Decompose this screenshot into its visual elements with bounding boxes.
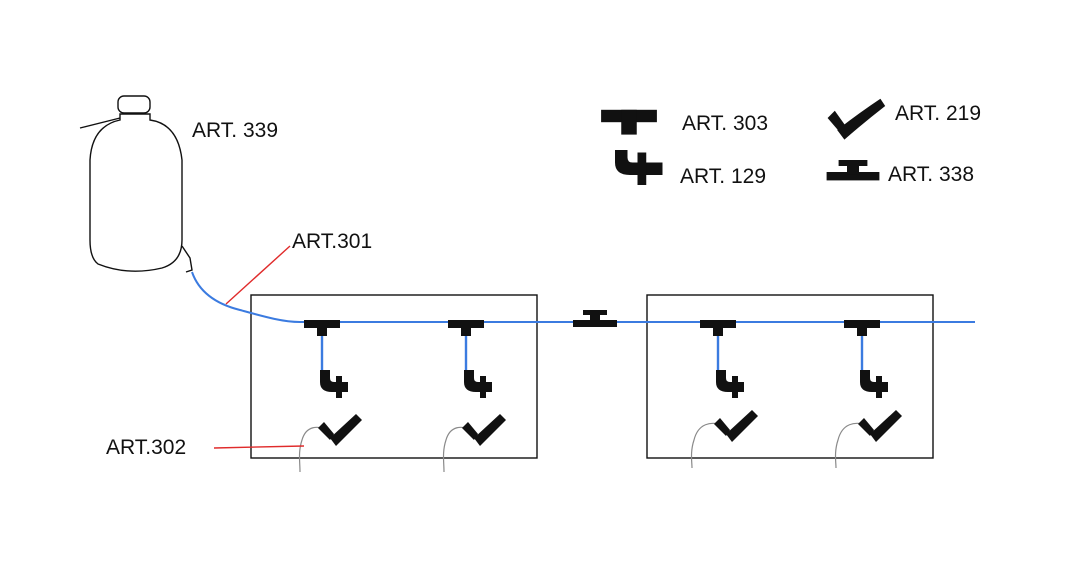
elbow-connector-icon <box>860 370 888 398</box>
legend: ART. 303 ART. 129 ART. 219 ART. 338 <box>601 98 981 188</box>
elbow-connector-icon <box>464 370 492 398</box>
dripper-connector-icon <box>318 414 362 446</box>
capillary-lines <box>298 422 871 473</box>
water-bottle <box>79 95 193 273</box>
legend-label-dripper: ART. 219 <box>895 102 981 125</box>
plant-tray-right <box>646 294 934 459</box>
dripper-connector-icon <box>858 410 902 442</box>
dripper-connector-icon <box>714 410 758 442</box>
legend-label-elbow: ART. 129 <box>680 165 766 188</box>
dripper-connector-icon <box>462 414 506 446</box>
tubing-label: ART.301 <box>292 230 372 253</box>
plant-tray-left <box>250 294 538 459</box>
elbow-connector-icon <box>716 370 744 398</box>
leader-lines <box>213 245 305 449</box>
bottle-label: ART. 339 <box>192 119 278 142</box>
tee-connector-icon <box>304 320 340 336</box>
elbow-connector-icon <box>615 150 663 185</box>
main-water-line <box>191 271 975 323</box>
tray-fittings <box>304 310 902 446</box>
tee-connector-icon <box>448 320 484 336</box>
legend-label-joiner: ART. 338 <box>888 163 974 186</box>
tee-connector-icon <box>700 320 736 336</box>
dripper-connector-icon <box>827 98 886 140</box>
capillary-label: ART.302 <box>106 436 186 459</box>
elbow-connector-icon <box>320 370 348 398</box>
tee-connector-icon <box>601 109 657 135</box>
inline-joiner-icon <box>573 310 617 327</box>
tee-connector-icon <box>844 320 880 336</box>
branch-water-lines <box>320 334 864 372</box>
legend-label-tee: ART. 303 <box>682 112 768 135</box>
inline-joiner-icon <box>826 160 880 181</box>
